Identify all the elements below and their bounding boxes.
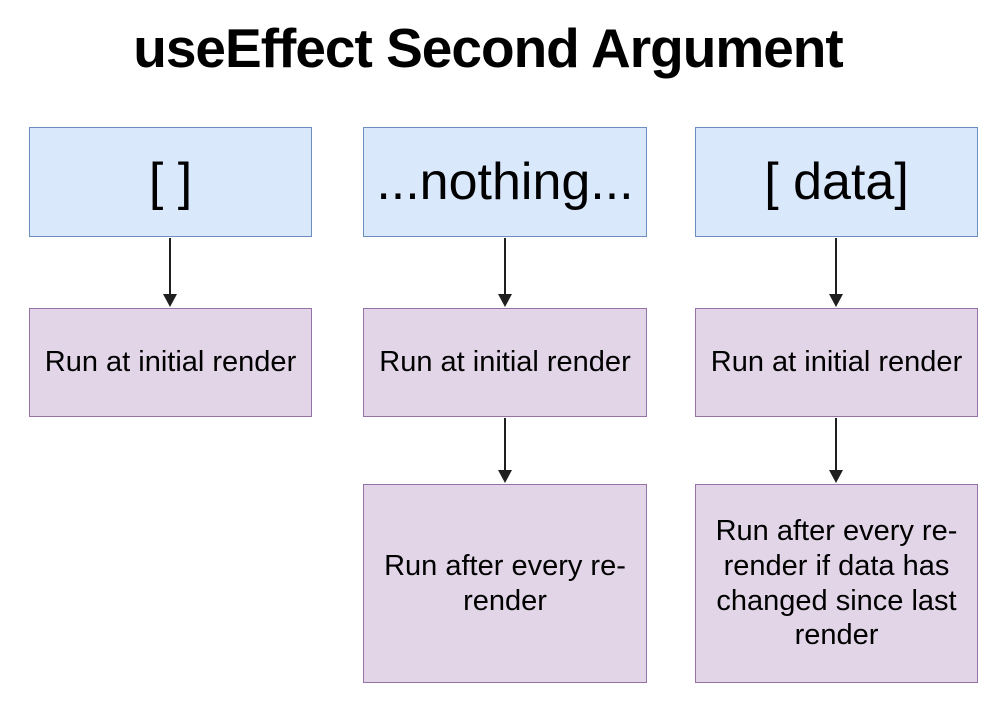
arg-box-nothing: ...nothing... xyxy=(363,127,647,237)
arrow-down-icon xyxy=(498,238,512,307)
arg-box-data: [ data] xyxy=(695,127,978,237)
arrow-down-icon xyxy=(498,418,512,483)
arg-box-empty-array: [ ] xyxy=(29,127,312,237)
arrow-down-icon xyxy=(829,238,843,307)
step-box-initial-render-col1: Run at initial render xyxy=(29,308,312,417)
arrow-down-icon xyxy=(829,418,843,483)
step-box-initial-render-col3: Run at initial render xyxy=(695,308,978,417)
arrow-down-icon xyxy=(163,238,177,307)
step-box-rerender-if-changed-col3: Run after every re-render if data has ch… xyxy=(695,484,978,683)
step-box-rerender-col2: Run after every re-render xyxy=(363,484,647,683)
step-box-initial-render-col2: Run at initial render xyxy=(363,308,647,417)
page-title: useEffect Second Argument xyxy=(133,17,843,79)
